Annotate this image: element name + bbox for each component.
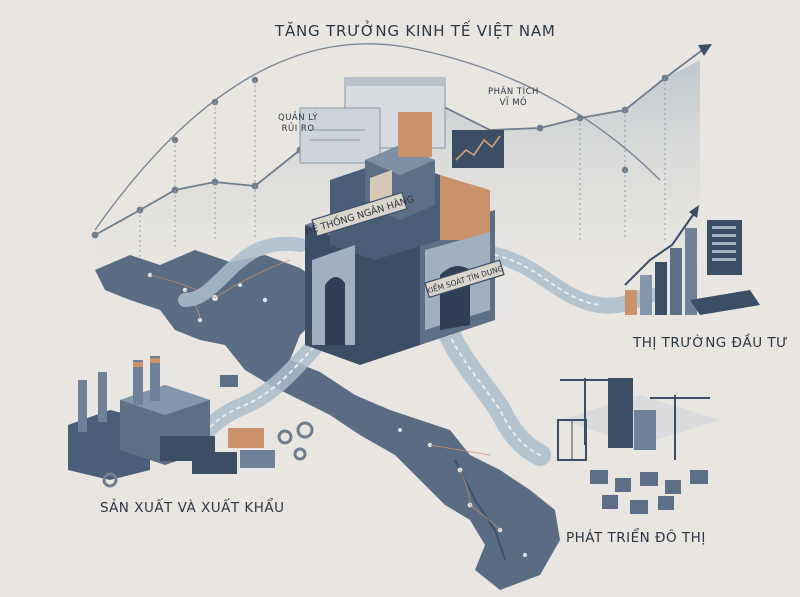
macro-label-line-1: PHÂN TÍCH xyxy=(488,87,539,97)
production-export-label: SẢN XUẤT VÀ XUẤT KHẨU xyxy=(100,500,285,516)
urban-district xyxy=(557,378,720,514)
growth-arc xyxy=(94,43,661,231)
growth-dropping-lines xyxy=(139,78,666,260)
risk-label-line-1: QUẢN LÝ xyxy=(278,113,319,123)
investment-market-label: THỊ TRƯỜNG ĐẦU TƯ xyxy=(633,335,789,351)
risk-management-label: QUẢN LÝ RỦI RO xyxy=(278,113,318,135)
vietnam-map xyxy=(95,250,560,590)
bank-building xyxy=(305,112,495,365)
growth-arrow-head xyxy=(698,44,712,56)
investment-chart xyxy=(624,205,760,315)
factory-district xyxy=(68,356,314,488)
risk-label-line-2: RỦI RO xyxy=(281,124,315,134)
macro-analysis-label: PHÂN TÍCH VĨ MÔ xyxy=(488,87,539,109)
diagram-title: TĂNG TRƯỞNG KINH TẾ VIỆT NAM xyxy=(275,22,556,40)
macro-label-line-2: VĨ MÔ xyxy=(499,98,528,108)
urban-development-label: PHÁT TRIỂN ĐÔ THỊ xyxy=(566,530,706,546)
